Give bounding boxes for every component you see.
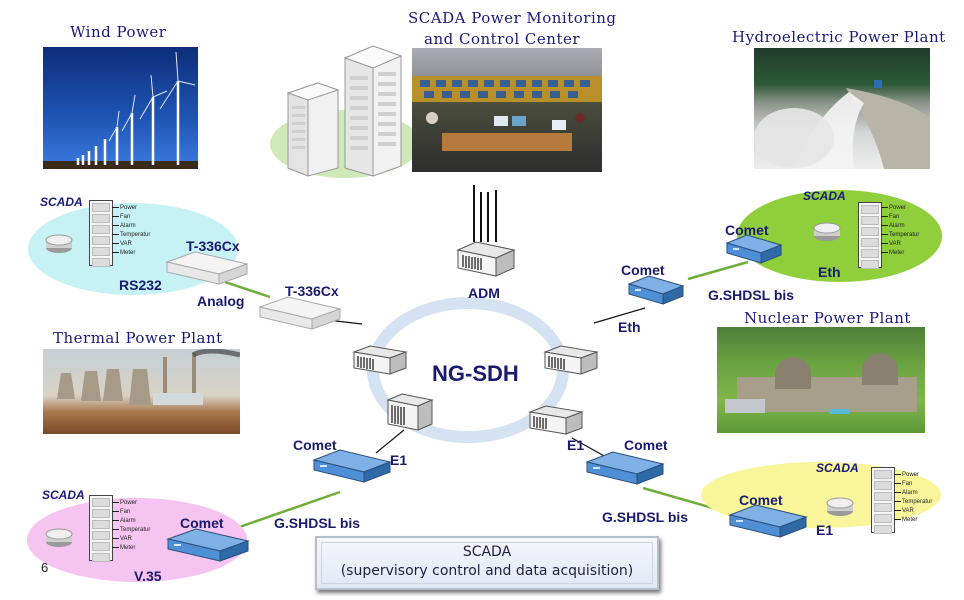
wind-scada-tag: SCADA [40, 195, 83, 209]
nuclear-router-icon [826, 497, 854, 516]
thermal-comet-local-icon [166, 528, 250, 562]
rack-signal-alarm: Alarm [112, 518, 136, 524]
nuclear-comet-local-icon [728, 504, 808, 538]
thermal-v35-label: V.35 [134, 568, 162, 584]
wind-router-icon [45, 234, 73, 253]
nuclear-uplink-label: E1 [567, 437, 585, 453]
rack-signal-power: Power [112, 500, 137, 506]
rack-signal-var: VAR [894, 508, 914, 514]
wind-power-photo [43, 47, 198, 169]
nuclear-power-photo [717, 327, 925, 433]
nuclear-comet-remote-icon [585, 451, 665, 485]
rack-signal-fan: Fan [894, 481, 912, 487]
hydro-comet-local-label: Comet [725, 222, 769, 238]
hydro-shdsl-link [687, 260, 749, 281]
hydro-eth-label: Eth [818, 264, 841, 280]
wind-device-remote-icon [258, 296, 342, 330]
control-center-photo [412, 48, 602, 172]
rack-signal-var: VAR [112, 536, 132, 542]
control-center-title-line1: SCADA Power Monitoring [408, 9, 617, 27]
ng-sdh-label: NG-SDH [432, 361, 519, 386]
scada-definition-text: (supervisory control and data acquisitio… [340, 563, 634, 579]
rack-signal-temperature: Temperatur [894, 499, 932, 505]
wind-device-local-label: T-336Cx [186, 238, 240, 254]
thermal-scada-tag: SCADA [42, 488, 85, 502]
rack-signal-alarm: Alarm [881, 223, 905, 229]
nuclear-uplink [571, 437, 607, 458]
rack-signal-power: Power [112, 205, 137, 211]
rack-signal-power: Power [881, 205, 906, 211]
hydro-scada-rack [858, 202, 882, 269]
page-number: 6 [41, 560, 49, 575]
wind-device-remote-label: T-336Cx [285, 283, 339, 299]
scada-definition-box: SCADA (supervisory control and data acqu… [315, 536, 659, 590]
hydro-uplink [593, 307, 646, 324]
nuclear-scada-tag: SCADA [816, 461, 859, 475]
ring-node-southeast [528, 405, 584, 435]
dam-graphic [754, 80, 930, 169]
thermal-power-title: Thermal Power Plant [53, 329, 223, 347]
wind-rs232-label: RS232 [119, 277, 162, 293]
hydro-power-photo [754, 48, 930, 169]
ring-node-west [352, 345, 408, 375]
nuclear-plant-graphic [725, 353, 917, 414]
thermal-uplink-label: E1 [390, 452, 408, 468]
wind-turbines-graphic [43, 51, 198, 169]
hydro-link-label: G.SHDSL bis [708, 287, 795, 303]
hydro-comet-remote-icon [627, 275, 685, 305]
rack-signal-power: Power [894, 472, 919, 478]
rack-signal-fan: Fan [112, 509, 130, 515]
hydro-scada-tag: SCADA [803, 189, 846, 203]
nuclear-e1-label: E1 [816, 522, 834, 538]
wind-scada-rack [89, 200, 113, 267]
wind-analog-link [224, 280, 271, 299]
rack-signal-var: VAR [881, 241, 901, 247]
adm-label: ADM [468, 285, 500, 301]
rack-signal-temperature: Temperatur [881, 232, 919, 238]
nuclear-link-label: G.SHDSL bis [602, 509, 689, 525]
rack-signal-temperature: Temperatur [112, 232, 150, 238]
scada-definition-frame [321, 542, 653, 584]
nuclear-power-title: Nuclear Power Plant [744, 309, 911, 327]
thermal-shdsl-link [227, 490, 341, 533]
rack-signal-var: VAR [112, 241, 132, 247]
thermal-scada-rack [89, 495, 113, 562]
rack-signal-meter: Meter [894, 517, 917, 523]
rack-signal-temperature: Temperatur [112, 527, 150, 533]
rack-signal-meter: Meter [112, 545, 135, 551]
ring-node-east [543, 345, 599, 375]
wind-device-local-icon [165, 251, 249, 285]
rack-signal-alarm: Alarm [894, 490, 918, 496]
ring-node-southwest [386, 393, 434, 431]
adm-device-icon [456, 241, 516, 277]
thermal-link-label: G.SHDSL bis [274, 515, 361, 531]
rack-signal-fan: Fan [881, 214, 899, 220]
thermal-power-photo [43, 349, 240, 434]
control-room-graphic [412, 76, 602, 151]
hydro-router-icon [813, 222, 841, 241]
control-center-title-line2: and Control Center [424, 30, 581, 48]
hydro-power-title: Hydroelectric Power Plant [732, 28, 946, 46]
rack-signal-meter: Meter [112, 250, 135, 256]
thermal-plant-graphic [57, 349, 240, 405]
rack-signal-fan: Fan [112, 214, 130, 220]
thermal-router-icon [45, 528, 73, 547]
thermal-comet-local-label: Comet [180, 515, 224, 531]
hydro-uplink-label: Eth [618, 319, 641, 335]
rack-signal-meter: Meter [881, 250, 904, 256]
nuclear-scada-rack [871, 467, 895, 534]
wind-power-title: Wind Power [70, 23, 167, 41]
wind-analog-label: Analog [197, 293, 245, 309]
thermal-comet-remote-icon [312, 449, 392, 483]
hydro-comet-remote-label: Comet [621, 262, 665, 278]
nuclear-comet-remote-label: Comet [624, 437, 668, 453]
hydro-comet-local-icon [725, 234, 783, 264]
scada-definition-title: SCADA [462, 544, 512, 560]
office-buildings-icon [286, 45, 403, 177]
thermal-uplink [375, 429, 405, 454]
rack-signal-alarm: Alarm [112, 223, 136, 229]
nuclear-comet-local-label: Comet [739, 492, 783, 508]
thermal-comet-remote-label: Comet [293, 437, 337, 453]
